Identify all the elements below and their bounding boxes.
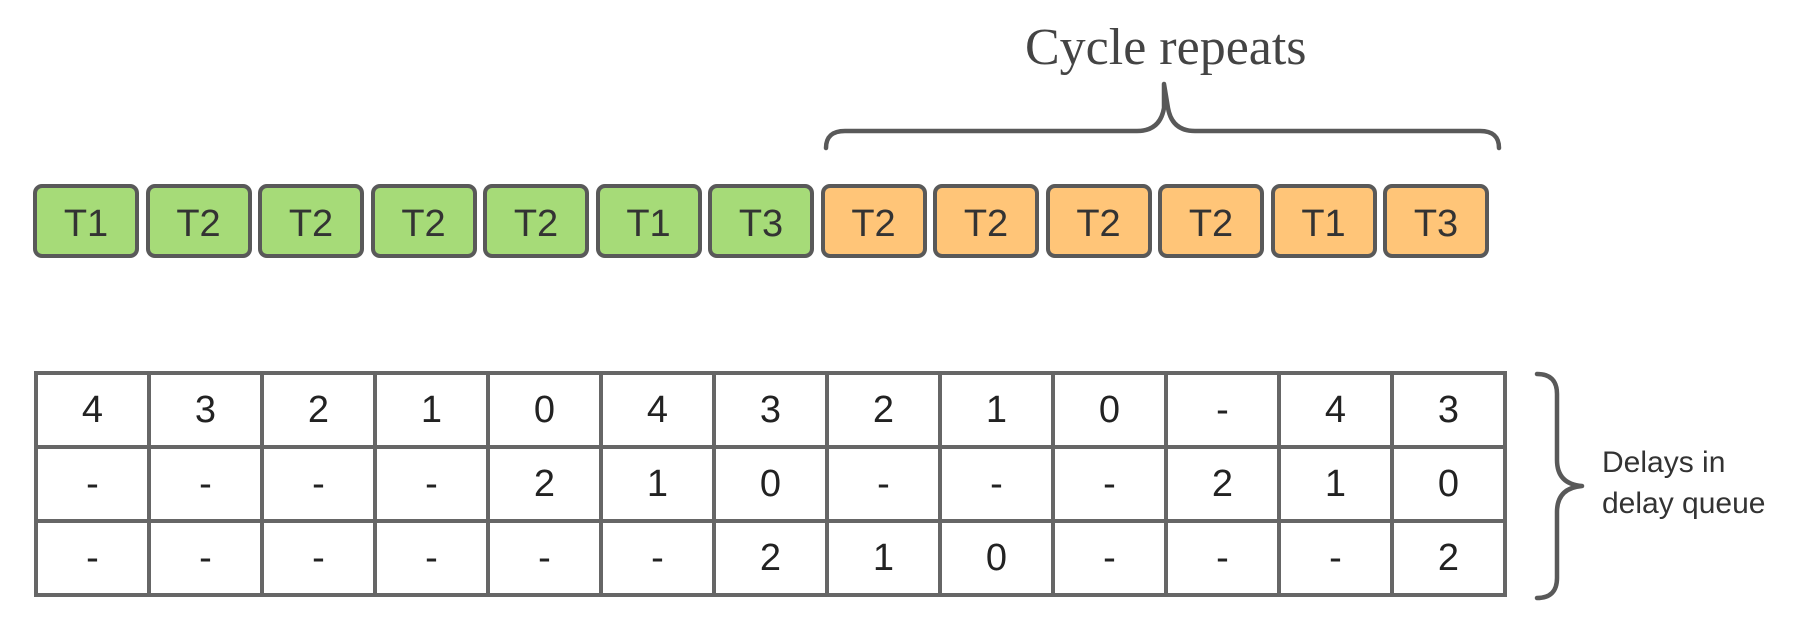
delays-label: Delays in delay queue xyxy=(1602,442,1765,524)
delay-cell: 1 xyxy=(1277,445,1394,523)
delay-cell: 3 xyxy=(712,371,829,449)
delay-cell: - xyxy=(1164,519,1281,597)
delay-cell: 4 xyxy=(34,371,151,449)
delay-cell: 3 xyxy=(1390,371,1507,449)
task-8: T2 xyxy=(820,184,927,258)
delay-cell: - xyxy=(260,445,377,523)
delay-cell: 0 xyxy=(712,445,829,523)
delay-cell: - xyxy=(599,519,716,597)
delay-cell: 0 xyxy=(938,519,1055,597)
delay-cell: 2 xyxy=(712,519,829,597)
delay-cell: 0 xyxy=(1051,371,1168,449)
task-1: T1 xyxy=(33,184,139,258)
delay-cell: 1 xyxy=(599,445,716,523)
delay-cell: - xyxy=(825,445,942,523)
delay-cell: 3 xyxy=(147,371,264,449)
delay-cell: 2 xyxy=(1164,445,1281,523)
delay-cell: - xyxy=(1277,519,1394,597)
delay-cell: - xyxy=(34,445,151,523)
delay-cell: 1 xyxy=(373,371,490,449)
delay-cell: - xyxy=(260,519,377,597)
task-5: T2 xyxy=(483,184,589,258)
task-9: T2 xyxy=(933,184,1039,258)
delay-cell: 4 xyxy=(1277,371,1394,449)
delay-cell: - xyxy=(373,519,490,597)
delay-cell: - xyxy=(1051,445,1168,523)
delay-cell: - xyxy=(147,519,264,597)
delay-cell: 4 xyxy=(599,371,716,449)
delay-cell: 2 xyxy=(486,445,603,523)
delay-cell: 0 xyxy=(1390,445,1507,523)
delays-label-line1: Delays in xyxy=(1602,446,1726,479)
task-6: T1 xyxy=(595,184,702,258)
cycle-repeats-title: Cycle repeats xyxy=(1025,19,1307,76)
delay-cell: - xyxy=(34,519,151,597)
task-7: T3 xyxy=(708,184,814,258)
delay-cell: 2 xyxy=(825,371,942,449)
delay-cell: 2 xyxy=(1390,519,1507,597)
task-12: T1 xyxy=(1270,184,1377,258)
task-3: T2 xyxy=(258,184,364,258)
task-2: T2 xyxy=(145,184,252,258)
delays-label-line2: delay queue xyxy=(1602,487,1766,520)
task-4: T2 xyxy=(370,184,477,258)
delay-cell: 2 xyxy=(260,371,377,449)
delay-cell: 1 xyxy=(825,519,942,597)
task-10: T2 xyxy=(1045,184,1152,258)
task-11: T2 xyxy=(1158,184,1264,258)
delay-cell: 1 xyxy=(938,371,1055,449)
task-13: T3 xyxy=(1383,184,1489,258)
delay-cell: - xyxy=(1051,519,1168,597)
delay-cell: - xyxy=(486,519,603,597)
delay-cell: - xyxy=(1164,371,1281,449)
delay-cell: - xyxy=(373,445,490,523)
delay-cell: - xyxy=(938,445,1055,523)
delay-cell: 0 xyxy=(486,371,603,449)
delay-cell: - xyxy=(147,445,264,523)
